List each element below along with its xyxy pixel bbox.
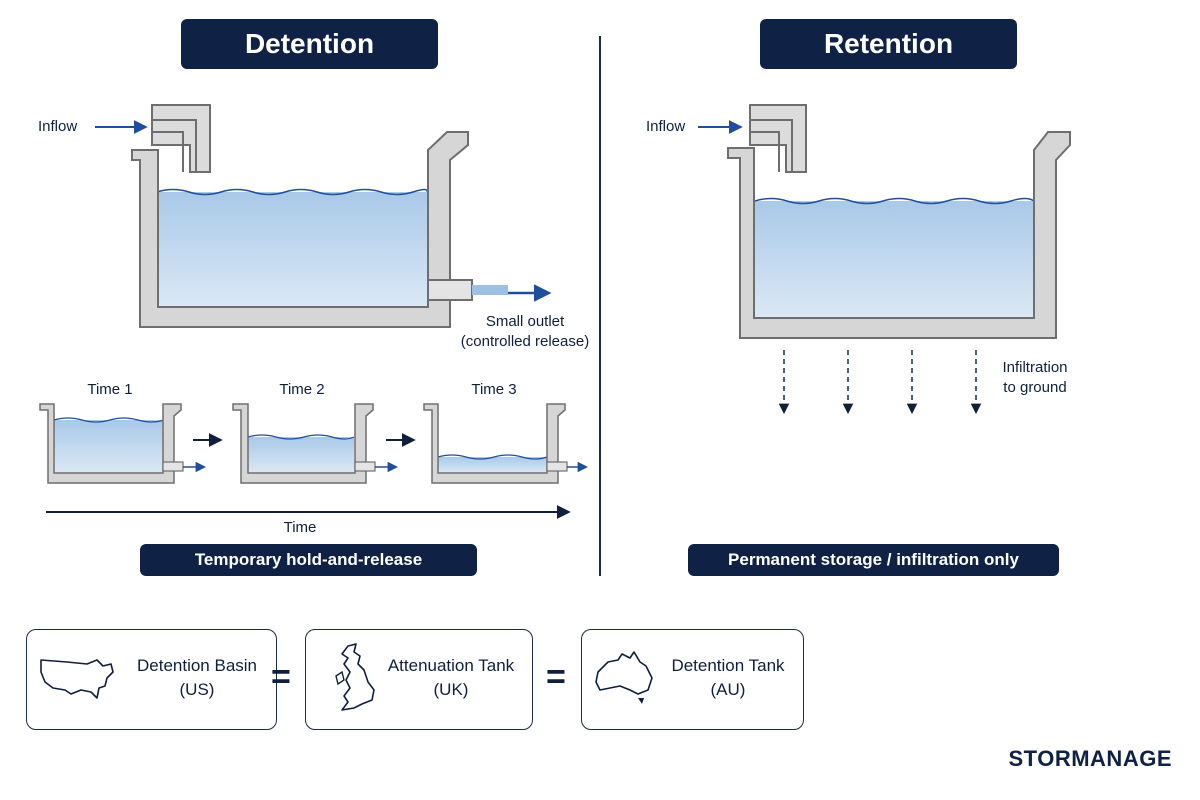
equivalent-name-uk: Attenuation Tank: [387, 656, 515, 675]
infiltration-label-line2: to ground: [1003, 379, 1067, 396]
uk-map-icon: [335, 643, 375, 711]
detention-title: Detention: [181, 19, 438, 69]
detention-caption: Temporary hold-and-release: [140, 544, 477, 576]
outlet-pipe: [427, 279, 473, 301]
equivalent-region-uk: (UK): [433, 680, 469, 699]
australia-map-icon: [595, 651, 653, 704]
infiltration-label: Infiltration to ground: [990, 358, 1080, 398]
detention-water: [157, 192, 428, 308]
outlet-label-line2: (controlled release): [460, 333, 590, 350]
retention-water-surface: [754, 197, 1035, 205]
brand-logo: STORMANAGE: [1008, 746, 1172, 771]
time-axis-label: Time: [283, 519, 317, 536]
retention-title: Retention: [760, 19, 1017, 69]
retention-tank-walls: [727, 131, 1071, 339]
detention-tank-walls: [131, 131, 469, 328]
time-3-label: Time 3: [471, 381, 517, 398]
equivalent-name-us: Detention Basin: [136, 656, 258, 675]
retention-caption: Permanent storage / infiltration only: [688, 544, 1059, 576]
detention-inflow-label: Inflow: [38, 118, 78, 135]
infiltration-label-line1: Infiltration: [1002, 359, 1068, 376]
equivalent-name-au: Detention Tank: [671, 656, 785, 675]
equivalent-card-us: Detention Basin (US): [26, 629, 277, 730]
equivalent-region-au: (AU): [710, 680, 746, 699]
outlet-label: Small outlet (controlled release): [455, 312, 595, 352]
time-3-tank: [423, 403, 589, 484]
detention-inflow-pipe: [151, 104, 211, 173]
outlet-label-line1: Small outlet: [485, 313, 565, 330]
retention-inflow-label: Inflow: [646, 118, 686, 135]
time-sequence: [39, 403, 589, 519]
panel-divider: [599, 36, 601, 576]
equals-sign-1: =: [271, 658, 291, 696]
detention-water-surface: [156, 188, 428, 196]
time-1-label: Time 1: [87, 381, 133, 398]
equals-sign-2: =: [546, 658, 566, 696]
equivalent-card-uk: Attenuation Tank (UK): [305, 629, 533, 730]
time-2-label: Time 2: [279, 381, 325, 398]
us-map-icon: [40, 659, 114, 699]
time-2-tank: [232, 403, 399, 484]
detention-tank: [95, 104, 552, 328]
retention-water: [755, 201, 1034, 318]
equivalent-card-au: Detention Tank (AU): [581, 629, 804, 730]
retention-tank: [698, 104, 1071, 415]
equivalent-region-us: (US): [179, 680, 215, 699]
outlet-discharge: [472, 285, 508, 295]
time-1-tank: [39, 403, 207, 484]
